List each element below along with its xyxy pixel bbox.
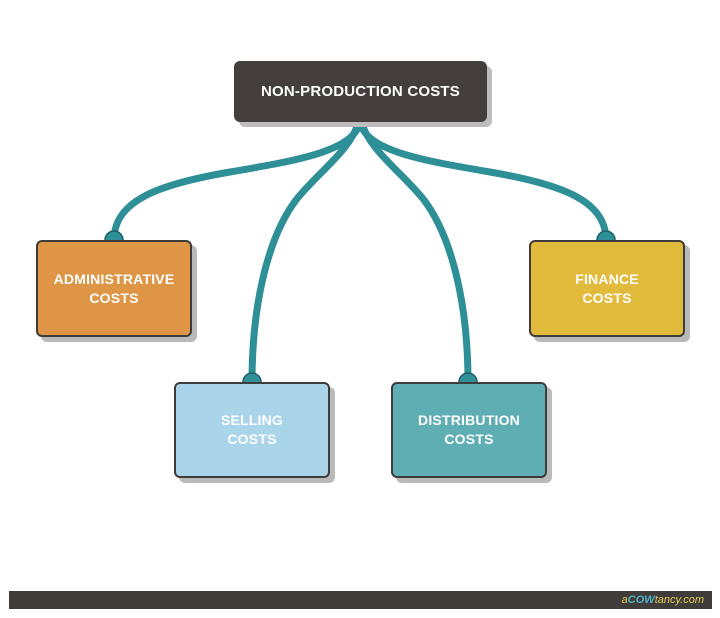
node-selling-costs: SELLING COSTS (174, 382, 330, 478)
logo-prefix: a (621, 594, 628, 606)
connector-selling (248, 114, 364, 386)
footer-logo[interactable]: aCOWtancy.com (622, 592, 704, 608)
node-finance-costs: FINANCE COSTS (529, 240, 685, 337)
logo-suffix: tancy.com (654, 594, 704, 606)
node-distribution-label: DISTRIBUTION COSTS (418, 412, 520, 447)
node-selling-label: SELLING COSTS (220, 412, 284, 447)
connector-administrative (110, 114, 364, 244)
node-distribution-costs: DISTRIBUTION COSTS (391, 382, 547, 478)
root-node-non-production-costs: NON-PRODUCTION COSTS (234, 61, 487, 122)
node-administrative-label: ADMINISTRATIVE COSTS (53, 270, 175, 306)
node-administrative-costs: ADMINISTRATIVE COSTS (36, 240, 192, 337)
connector-finance (356, 114, 610, 244)
logo-brand: COW (627, 594, 655, 606)
root-node-label: NON-PRODUCTION COSTS (261, 83, 460, 100)
footer-bar: aCOWtancy.com (9, 591, 712, 609)
node-finance-label: FINANCE COSTS (575, 270, 639, 306)
connector-distribution (356, 114, 472, 386)
